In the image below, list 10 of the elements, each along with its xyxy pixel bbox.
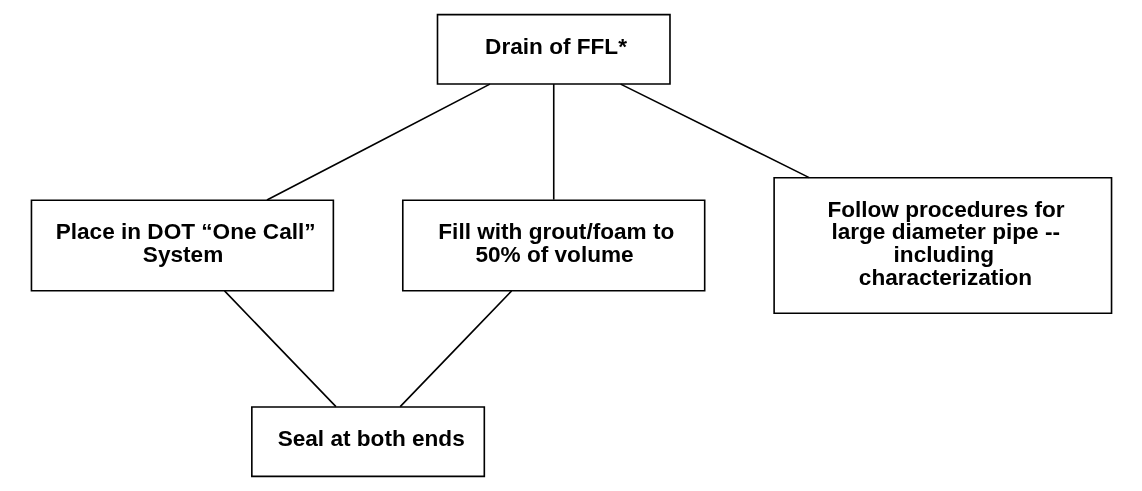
connector xyxy=(265,83,491,201)
node-box: Fill with grout/foam to 50% of volume xyxy=(401,199,705,292)
node-box: Drain of FFL* xyxy=(436,13,671,85)
node-box: Follow procedures for large diameter pipe -- including characterization xyxy=(772,176,1112,315)
connector xyxy=(398,290,512,408)
connector xyxy=(552,83,555,201)
node-box: Place in DOT “One Call” System xyxy=(30,199,334,292)
node-box: Seal at both ends xyxy=(250,406,485,478)
connector xyxy=(223,290,337,408)
connector xyxy=(619,83,810,179)
